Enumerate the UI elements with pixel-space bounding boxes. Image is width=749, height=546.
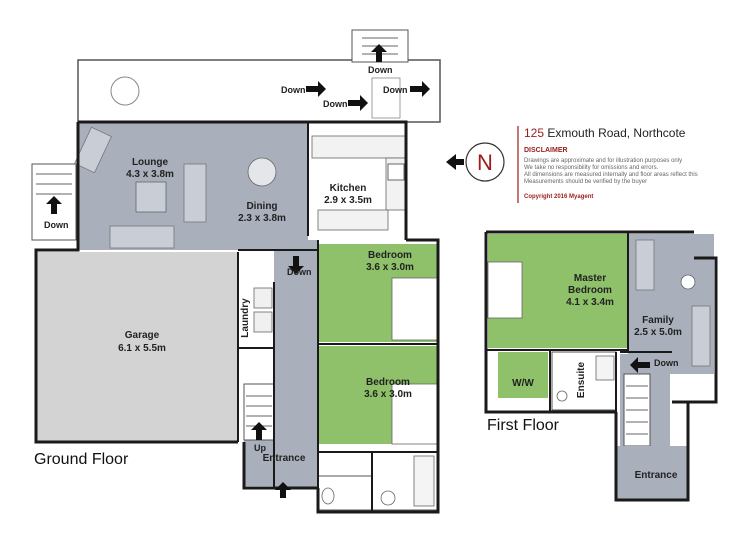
disclaimer-line-1: Drawings are approximate and for illustr… (524, 158, 682, 164)
lounge-dims: 4.3 x 3.8m (126, 169, 174, 180)
ww-label: W/W (512, 378, 534, 389)
label-up-stairs: Up (254, 443, 266, 453)
label-down-hall: Down (287, 267, 312, 277)
bedroom-2-dims: 3.6 x 3.0m (364, 389, 412, 400)
ground-floor-label: Ground Floor (34, 451, 129, 468)
arrow-down-deck-3-icon (410, 81, 430, 97)
kitchen-dims: 2.9 x 3.5m (324, 195, 372, 206)
copyright-text: Copyright 2016 Myagent (524, 194, 593, 200)
lounge-label: Lounge (132, 157, 169, 168)
first-interior-walls (486, 232, 672, 412)
disclaimer-line-2: We take no responsibility for omissions … (524, 165, 659, 171)
garage-area (36, 252, 238, 442)
garage-dims: 6.1 x 5.5m (118, 343, 166, 354)
disclaimer-line-3: All dimensions are measured internally a… (524, 172, 698, 178)
disclaimer-line-4: Measurements should be verified by the b… (524, 179, 647, 185)
ensuite-label: Ensuite (576, 362, 587, 399)
label-down-first-floor: Down (654, 358, 679, 368)
dining-table (247, 157, 277, 187)
lounge-couch (109, 225, 175, 249)
bedroom-1-label: Bedroom (368, 250, 412, 261)
arrow-up-deck-stairs-icon (371, 44, 387, 62)
dining-label: Dining (246, 201, 277, 212)
property-address: 125 Exmouth Road, Northcote (524, 126, 686, 140)
outdoor-table (110, 76, 140, 106)
label-down-deck-3: Down (383, 85, 408, 95)
lounge-sofa (74, 126, 112, 174)
kitchen-bench (317, 209, 389, 231)
ground-exterior-walls (34, 120, 440, 514)
compass-circle (465, 142, 505, 182)
label-down-deck-stairs: Down (368, 65, 393, 75)
master-label-2: Bedroom (568, 285, 612, 296)
arrow-up-stairs-icon (251, 422, 267, 440)
disclaimer-heading: DISCLAIMER (524, 147, 568, 154)
lounge-table (135, 181, 167, 213)
bed-1 (391, 277, 439, 341)
kitchen-label: Kitchen (330, 183, 367, 194)
laundry-label: Laundry (240, 298, 251, 338)
bedroom-1-dims: 3.6 x 3.0m (366, 262, 414, 273)
ground-interior-walls (237, 122, 438, 512)
entrance-ground-label: Entrance (263, 453, 306, 464)
family-chair (680, 274, 696, 290)
family-dims: 2.5 x 5.0m (634, 327, 682, 338)
entrance-area (244, 440, 318, 486)
deck (77, 59, 441, 123)
bathtub (413, 455, 435, 507)
arrow-down-side-stairs-icon (46, 196, 62, 214)
label-down-side-stairs: Down (44, 220, 69, 230)
family-label: Family (642, 315, 674, 326)
master-label-1: Master (574, 273, 606, 284)
stove-icon (387, 163, 405, 181)
entrance-first-label: Entrance (635, 470, 678, 481)
toilet-icon (321, 487, 335, 505)
family-sofa (635, 239, 655, 291)
bedroom-2-label: Bedroom (366, 377, 410, 388)
ww-area (498, 352, 548, 398)
label-down-deck-1: Down (281, 85, 306, 95)
garage-label: Garage (125, 330, 160, 341)
family-couch (691, 305, 711, 367)
master-bed (487, 261, 523, 319)
arrow-down-deck-2-icon (348, 95, 368, 111)
arrow-down-deck-1-icon (306, 81, 326, 97)
bed-2 (391, 383, 439, 445)
master-dims: 4.1 x 3.4m (566, 297, 614, 308)
basin-icon (380, 490, 396, 506)
first-exterior-walls (484, 230, 718, 502)
arrow-entry-icon (275, 482, 291, 498)
dining-dims: 2.3 x 3.8m (238, 213, 286, 224)
first-entrance-area (616, 446, 688, 500)
compass-letter: N (477, 150, 493, 175)
label-down-deck-2: Down (323, 99, 348, 109)
arrow-down-hall-icon (288, 256, 304, 274)
compass-arrow-icon (446, 154, 464, 170)
lounge-armchair (183, 163, 207, 223)
arrow-down-first-floor-icon (630, 357, 650, 373)
first-floor-label: First Floor (487, 417, 560, 434)
